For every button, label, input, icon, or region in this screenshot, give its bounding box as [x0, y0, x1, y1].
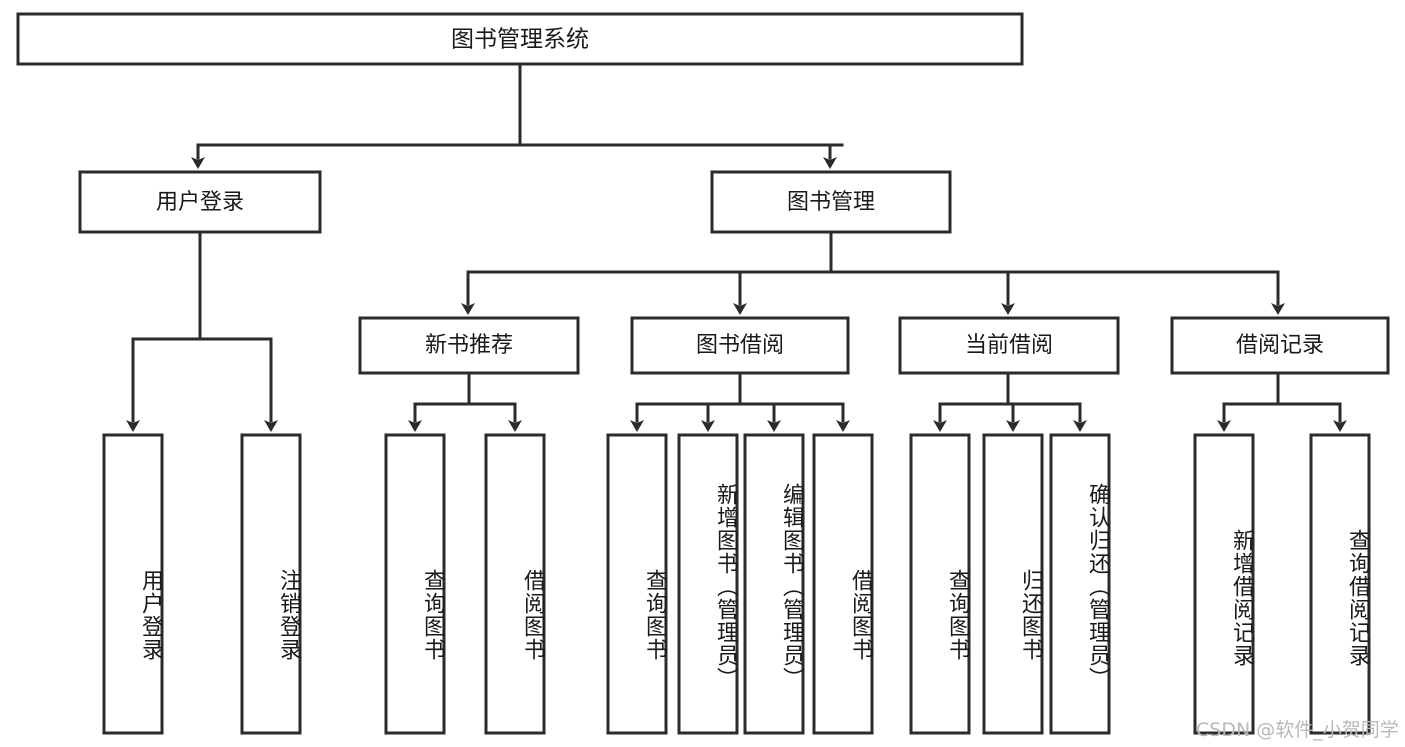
node-root-label: 图书管理系统: [451, 27, 589, 53]
node-user-login[interactable]: 用户登录: [78, 170, 322, 234]
leaf-box-query-book-rec[interactable]: [384, 433, 446, 735]
leaf-box-query-record[interactable]: [1309, 433, 1371, 735]
connector-borrow-record-to-leaves: [1217, 371, 1347, 432]
leaf-box-query-book-b[interactable]: [606, 433, 668, 735]
node-borrow-record-label: 借阅记录: [1236, 333, 1324, 358]
leaf-box-return-book[interactable]: [982, 433, 1044, 735]
node-book-manage[interactable]: 图书管理: [710, 170, 952, 234]
leaf-boxes: [102, 433, 1371, 735]
node-new-book-rec[interactable]: 新书推荐: [358, 316, 580, 375]
node-user-login-label: 用户登录: [156, 190, 244, 215]
leaf-box-edit-book[interactable]: [743, 433, 805, 735]
node-current-borrow-label: 当前借阅: [965, 333, 1053, 358]
node-book-borrow[interactable]: 图书借阅: [630, 316, 850, 375]
leaf-box-confirm-return[interactable]: [1049, 433, 1111, 735]
node-new-book-rec-label: 新书推荐: [425, 333, 513, 358]
connector-book-manage-to-level2: [461, 230, 1285, 315]
leaf-box-borrow-book-b[interactable]: [812, 433, 874, 735]
node-borrow-record[interactable]: 借阅记录: [1170, 316, 1390, 375]
leaf-box-add-record[interactable]: [1193, 433, 1255, 735]
leaf-box-add-book[interactable]: [677, 433, 739, 735]
node-current-borrow[interactable]: 当前借阅: [898, 316, 1120, 375]
node-root[interactable]: 图书管理系统: [16, 12, 1024, 66]
leaf-box-borrow-book-rec[interactable]: [484, 433, 546, 735]
csdn-watermark: CSDN @软件_小贺同学: [1196, 719, 1399, 741]
leaf-box-query-book-c[interactable]: [909, 433, 971, 735]
leaf-box-user-login[interactable]: [102, 433, 164, 735]
node-book-manage-label: 图书管理: [787, 190, 875, 215]
connector-user-login-to-leaves: [126, 230, 278, 432]
connector-current-borrow-to-leaves: [933, 371, 1087, 432]
leaf-box-user-logout[interactable]: [240, 433, 302, 735]
connector-root-to-level1: [191, 62, 844, 169]
connector-book-borrow-to-leaves: [630, 371, 850, 432]
connector-new-book-rec-to-leaves: [408, 371, 522, 432]
node-book-borrow-label: 图书借阅: [696, 333, 784, 358]
